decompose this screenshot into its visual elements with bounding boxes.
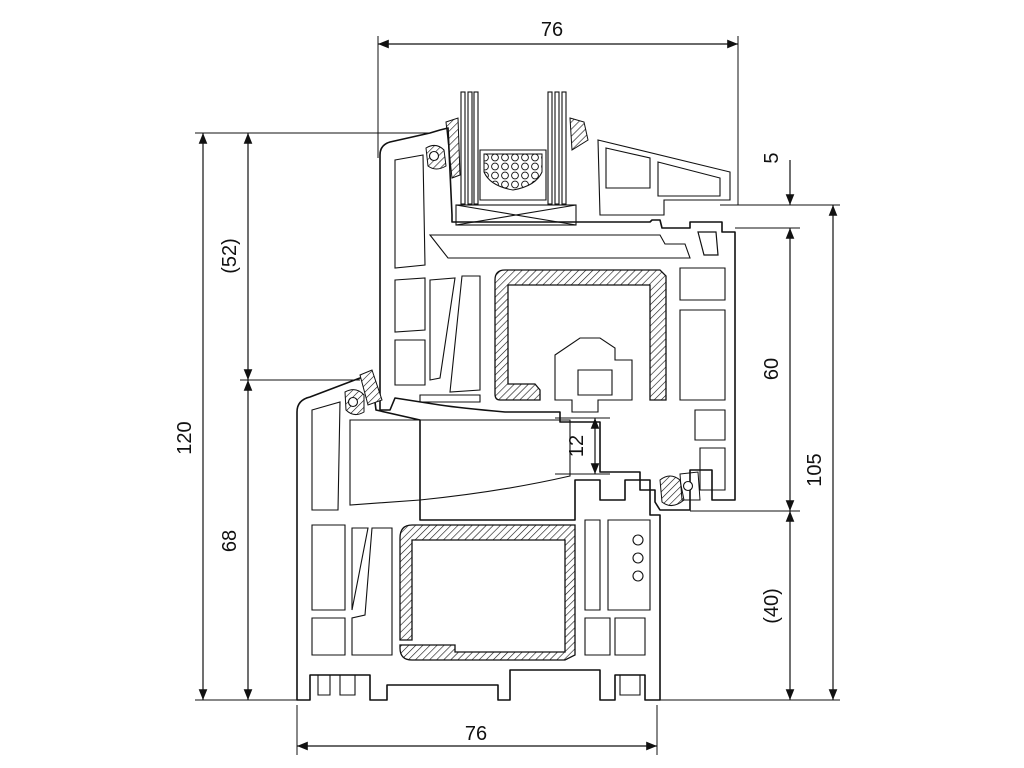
dim-top-width: 76 [541,19,563,41]
dim-glazing-offset: 5 [761,152,783,163]
glazing-unit [445,91,589,226]
dimension-lines [195,36,840,755]
dim-sash-visible: 60 [761,358,783,380]
dim-height-105: 105 [804,453,826,486]
frame-profile [296,369,701,701]
dim-bottom-width: 76 [465,723,487,745]
dim-overlap: 12 [566,435,588,457]
dim-sash-height: (52) [219,238,241,274]
dim-frame-visible: (40) [761,588,783,624]
sash-profile [379,127,736,511]
dim-frame-height: 68 [219,530,241,552]
dim-total-height: 120 [174,421,196,454]
